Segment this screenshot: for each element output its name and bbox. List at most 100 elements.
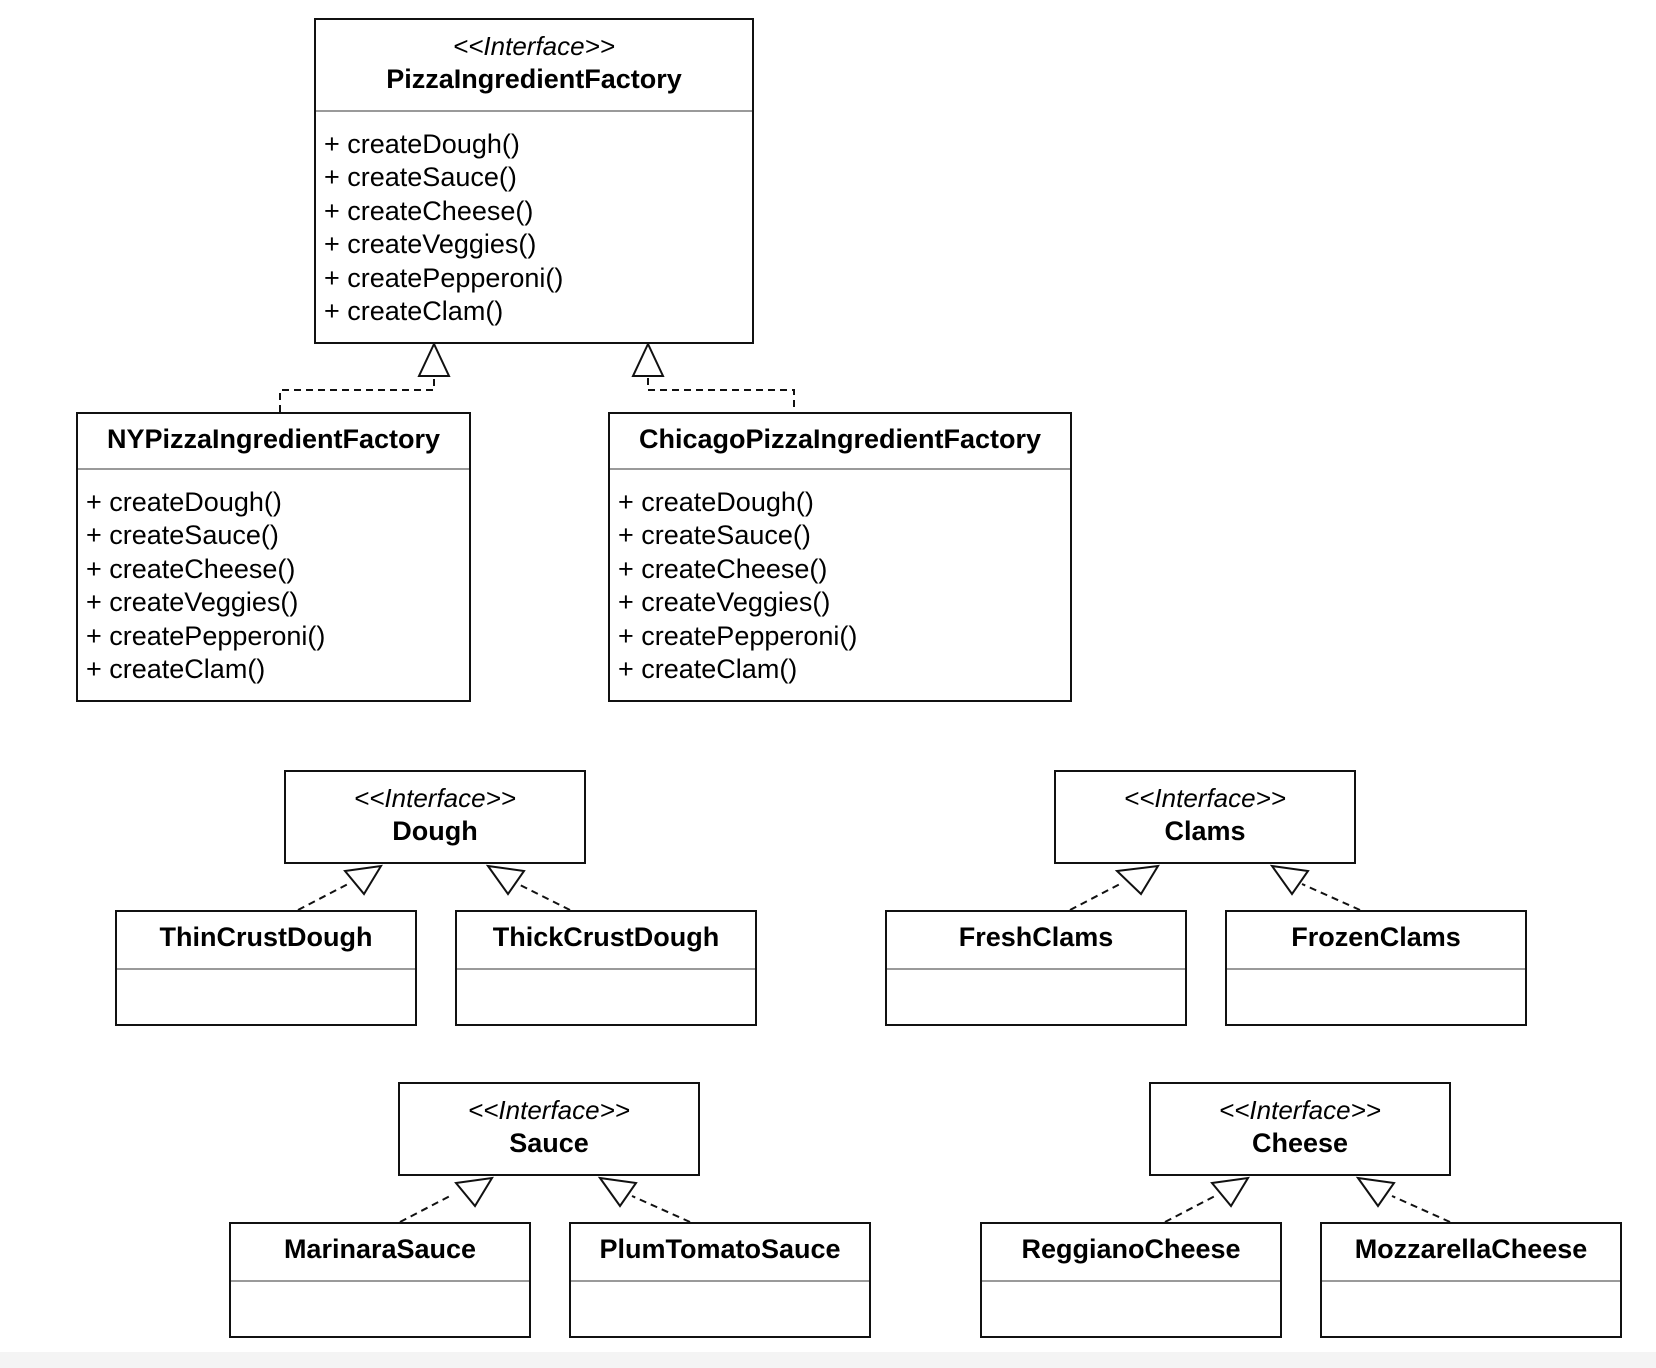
fresh-clams-class: FreshClams <box>885 910 1187 1026</box>
compartment-divider <box>457 968 755 970</box>
compartment-divider <box>117 968 415 970</box>
operation: + createClam() <box>86 654 266 685</box>
class-header: <<Interface>> Cheese <box>1151 1084 1449 1160</box>
class-header: <<Interface>> PizzaIngredientFactory <box>316 20 752 110</box>
thickcrust-arrowhead <box>485 864 526 896</box>
pizza-ingredient-factory-interface: <<Interface>> PizzaIngredientFactory + c… <box>314 18 754 344</box>
compartment-divider <box>610 468 1070 470</box>
stereotype-label: <<Interface>> <box>1219 1095 1381 1125</box>
class-name: FrozenClams <box>1291 922 1461 952</box>
thick-crust-dough-class: ThickCrustDough <box>455 910 757 1026</box>
class-name: ChicagoPizzaIngredientFactory <box>638 424 1042 454</box>
dough-interface: <<Interface>> Dough <box>284 770 586 864</box>
reggiano-arrowhead <box>1210 1176 1250 1208</box>
class-header: <<Interface>> Dough <box>286 772 584 848</box>
chicago-realization-arrowhead <box>631 341 665 377</box>
operation: + createClam() <box>618 654 798 685</box>
marinara-arrowhead <box>454 1176 494 1208</box>
class-name: Clams <box>1164 816 1246 846</box>
chicago-pizza-ingredient-factory-class: ChicagoPizzaIngredientFactory + createDo… <box>608 412 1072 702</box>
class-header: <<Interface>> Sauce <box>400 1084 698 1160</box>
operation: + createDough() <box>86 487 282 517</box>
freshclams-realization-line <box>1069 883 1121 911</box>
compartment-divider <box>571 1280 869 1282</box>
class-header: ReggianoCheese <box>982 1224 1280 1280</box>
operation: + createVeggies() <box>324 229 537 260</box>
class-name: ThinCrustDough <box>159 922 373 952</box>
class-header: MozzarellaCheese <box>1322 1224 1620 1280</box>
class-name: FreshClams <box>958 922 1114 952</box>
class-name: MarinaraSauce <box>283 1234 477 1264</box>
class-header: ChicagoPizzaIngredientFactory <box>610 414 1070 468</box>
class-name: ReggianoCheese <box>1021 1234 1241 1264</box>
operation: + createCheese() <box>86 553 296 584</box>
class-name: MozzarellaCheese <box>1354 1234 1588 1264</box>
class-name: Cheese <box>1251 1128 1349 1158</box>
plum-tomato-sauce-class: PlumTomatoSauce <box>569 1222 871 1338</box>
operation: + createVeggies() <box>86 587 299 618</box>
thincrust-arrowhead <box>343 864 383 896</box>
mozzarella-arrowhead <box>1355 1176 1396 1208</box>
class-header: ThinCrustDough <box>117 912 415 968</box>
stereotype-label: <<Interface>> <box>1124 783 1286 813</box>
compartment-divider <box>1322 1280 1620 1282</box>
operation: + createPepperoni() <box>324 262 564 293</box>
operation: + createPepperoni() <box>86 620 326 651</box>
class-header: MarinaraSauce <box>231 1224 529 1280</box>
plumtomato-realization-line <box>631 1195 691 1223</box>
mozzarella-cheese-class: MozzarellaCheese <box>1320 1222 1622 1338</box>
ny-realization-arrowhead <box>417 341 451 377</box>
frozenclams-arrowhead <box>1269 864 1310 896</box>
reggiano-realization-line <box>1164 1195 1216 1223</box>
chicago-realization-line <box>647 378 795 412</box>
reggiano-cheese-class: ReggianoCheese <box>980 1222 1282 1338</box>
marinara-realization-line <box>399 1195 451 1223</box>
operation: + createDough() <box>618 487 814 517</box>
thincrust-realization-line <box>297 883 349 911</box>
compartment-divider <box>316 110 752 112</box>
thickcrust-realization-line <box>517 883 571 911</box>
class-header: <<Interface>> Clams <box>1056 772 1354 848</box>
thin-crust-dough-class: ThinCrustDough <box>115 910 417 1026</box>
compartment-divider <box>1227 968 1525 970</box>
compartment-divider <box>887 968 1185 970</box>
ny-realization-line <box>279 378 435 412</box>
compartment-divider <box>982 1280 1280 1282</box>
frozenclams-realization-line <box>1301 883 1361 911</box>
freshclams-arrowhead <box>1114 864 1160 896</box>
sauce-interface: <<Interface>> Sauce <box>398 1082 700 1176</box>
cheese-interface: <<Interface>> Cheese <box>1149 1082 1451 1176</box>
marinara-sauce-class: MarinaraSauce <box>229 1222 531 1338</box>
class-header: FrozenClams <box>1227 912 1525 968</box>
stereotype-label: <<Interface>> <box>453 31 615 61</box>
compartment-divider <box>231 1280 529 1282</box>
operation: + createSauce() <box>324 162 517 193</box>
operation: + createCheese() <box>618 553 828 584</box>
stereotype-label: <<Interface>> <box>354 783 516 813</box>
operation: + createVeggies() <box>618 587 831 618</box>
class-name: PlumTomatoSauce <box>599 1234 841 1264</box>
frozen-clams-class: FrozenClams <box>1225 910 1527 1026</box>
ny-pizza-ingredient-factory-class: NYPizzaIngredientFactory + createDough()… <box>76 412 471 702</box>
operation: + createDough() <box>324 129 520 159</box>
class-header: FreshClams <box>887 912 1185 968</box>
class-header: NYPizzaIngredientFactory <box>78 414 469 468</box>
class-name: NYPizzaIngredientFactory <box>106 424 441 454</box>
class-name: Sauce <box>509 1128 589 1158</box>
operation: + createSauce() <box>86 520 279 551</box>
operations-compartment: + createDough() + createSauce() + create… <box>316 112 752 328</box>
clams-interface: <<Interface>> Clams <box>1054 770 1356 864</box>
operation: + createPepperoni() <box>618 620 858 651</box>
operations-compartment: + createDough() + createSauce() + create… <box>78 470 469 686</box>
canvas-bottom-edge <box>0 1352 1656 1368</box>
compartment-divider <box>78 468 469 470</box>
plumtomato-arrowhead <box>597 1176 638 1208</box>
class-name: ThickCrustDough <box>492 922 720 952</box>
operation: + createCheese() <box>324 195 534 226</box>
class-name: Dough <box>392 816 478 846</box>
class-header: ThickCrustDough <box>457 912 755 968</box>
mozzarella-realization-line <box>1391 1195 1451 1223</box>
operation: + createSauce() <box>618 520 811 551</box>
